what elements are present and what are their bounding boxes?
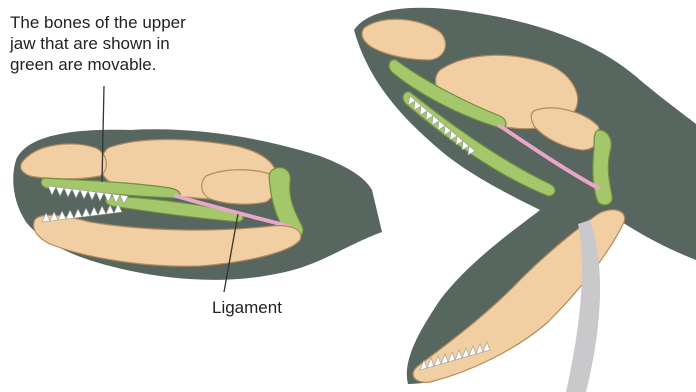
caption-line-1: The bones of the upper	[10, 12, 260, 33]
caption-line-2: jaw that are shown in	[10, 33, 260, 54]
closed-jaw-skull	[13, 86, 382, 292]
left-quadrate-block	[202, 170, 275, 204]
diagram-caption: The bones of the upper jaw that are show…	[10, 12, 260, 75]
open-jaw-skull	[354, 8, 696, 392]
ligament-label: Ligament	[212, 298, 282, 318]
caption-line-3: green are movable.	[10, 54, 260, 75]
